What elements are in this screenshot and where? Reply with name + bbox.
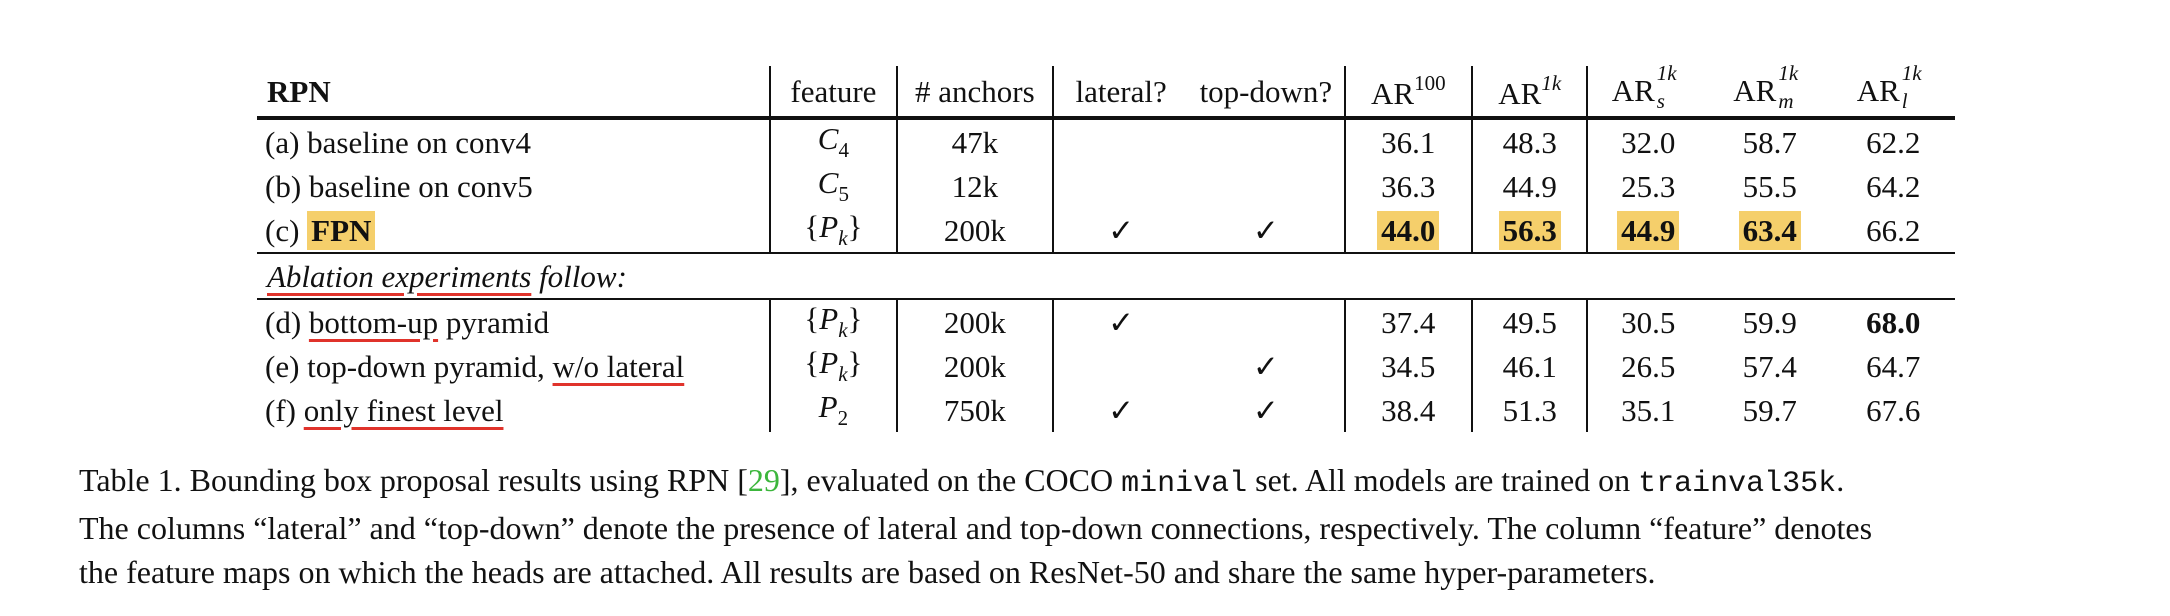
results-table: RPN feature # anchors lateral? top-down?…: [257, 63, 1955, 432]
row-anchors: 200k: [895, 299, 1054, 344]
row-arl: 62.2: [1866, 124, 1921, 160]
row-topdown: ✓: [1252, 392, 1279, 428]
row-arm: 55.5: [1742, 168, 1797, 204]
row-feature: P2: [769, 388, 897, 432]
caption-line-2: The columns “lateral” and “top-down” den…: [79, 510, 1873, 546]
col-ar100: AR100: [1343, 66, 1472, 120]
row-lateral: ✓: [1052, 388, 1189, 432]
row-name: (f) only finest level: [265, 392, 504, 428]
row-feature: C5: [769, 164, 897, 208]
row-ar1k: 46.1: [1470, 344, 1588, 388]
row-anchors: 200k: [895, 344, 1054, 388]
table-row: (f) only finest level P2 750k ✓ ✓ 38.4 5…: [257, 388, 1955, 432]
table-caption: Table 1. Bounding box proposal results u…: [79, 458, 2129, 594]
row-anchors: 750k: [895, 388, 1054, 432]
row-topdown: [1188, 118, 1344, 164]
row-topdown: ✓: [1188, 208, 1345, 254]
row-arl: 67.6: [1866, 392, 1921, 428]
row-lateral: ✓: [1052, 208, 1189, 254]
fpn-highlight: FPN: [307, 210, 376, 250]
table-row: (c) FPN {Pk} 200k ✓ ✓ 44.0 56.3 44.9 63.…: [257, 208, 1955, 254]
col-feature: feature: [769, 66, 897, 120]
row-ar100: 37.4: [1343, 299, 1472, 344]
row-topdown: ✓: [1252, 348, 1279, 384]
col-ar1k: AR1k: [1470, 66, 1588, 120]
row-anchors: 47k: [895, 118, 1054, 164]
table-row: (e) top-down pyramid, w/o lateral {Pk} 2…: [257, 344, 1955, 388]
col-rpn: RPN: [257, 66, 771, 120]
row-ar1k: 49.5: [1470, 299, 1588, 344]
row-ars: 44.9: [1586, 208, 1709, 254]
header-row: RPN feature # anchors lateral? top-down?…: [257, 63, 1955, 120]
caption-line-1: Table 1. Bounding box proposal results u…: [79, 462, 1845, 501]
row-arl: 64.7: [1866, 348, 1921, 384]
row-name: (e) top-down pyramid, w/o lateral: [265, 348, 685, 384]
row-ars: 32.0: [1586, 118, 1709, 164]
row-feature: C4: [769, 118, 897, 164]
ablation-row: Ablation experiments follow:: [257, 253, 1955, 300]
table-row: (a) baseline on conv4 C4 47k 36.1 48.3 3…: [257, 118, 1955, 164]
row-feature: {Pk}: [769, 299, 897, 344]
row-ar1k: 51.3: [1470, 388, 1588, 432]
row-arm: 59.7: [1742, 392, 1797, 428]
ablation-label: Ablation experiments follow:: [257, 253, 1955, 300]
row-name: (d) bottom-up pyramid: [265, 304, 550, 340]
row-ars: 26.5: [1586, 344, 1709, 388]
col-anchors: # anchors: [895, 66, 1054, 120]
row-ar100: 38.4: [1343, 388, 1472, 432]
row-topdown: [1188, 299, 1344, 344]
table-row: (b) baseline on conv5 C5 12k 36.3 44.9 2…: [257, 164, 1955, 208]
row-arl: 64.2: [1866, 168, 1921, 204]
caption-line-3: the feature maps on which the heads are …: [79, 554, 1656, 590]
row-lateral: [1052, 164, 1189, 208]
row-ar1k: 44.9: [1470, 164, 1588, 208]
row-ars: 30.5: [1586, 299, 1709, 344]
row-lateral: [1052, 344, 1189, 388]
row-arm: 58.7: [1742, 124, 1797, 160]
col-topdown: top-down?: [1188, 66, 1345, 120]
row-arm: 63.4: [1708, 208, 1832, 254]
table-row: (d) bottom-up pyramid {Pk} 200k ✓ 37.4 4…: [257, 299, 1955, 344]
row-name: (a) baseline on conv4: [265, 124, 531, 160]
col-lateral: lateral?: [1052, 66, 1189, 120]
row-arm: 59.9: [1742, 304, 1797, 340]
row-ar100: 34.5: [1343, 344, 1472, 388]
row-anchors: 12k: [895, 164, 1054, 208]
row-anchors: 200k: [895, 208, 1054, 254]
row-ar100: 44.0: [1343, 208, 1472, 254]
row-feature: {Pk}: [769, 344, 897, 388]
row-ars: 35.1: [1586, 388, 1709, 432]
row-ar1k: 56.3: [1470, 208, 1588, 254]
row-lateral: [1052, 118, 1189, 164]
citation-link[interactable]: 29: [747, 462, 780, 498]
row-topdown: [1188, 164, 1344, 208]
row-ar1k: 48.3: [1470, 118, 1588, 164]
row-ar100: 36.3: [1343, 164, 1472, 208]
row-ar100: 36.1: [1343, 118, 1472, 164]
row-lateral: ✓: [1052, 299, 1189, 344]
row-feature: {Pk}: [769, 208, 897, 254]
row-arl: 66.2: [1831, 208, 1955, 254]
row-name: (b) baseline on conv5: [265, 168, 533, 204]
row-ars: 25.3: [1586, 164, 1709, 208]
row-arl: 68.0: [1866, 304, 1921, 340]
row-arm: 57.4: [1742, 348, 1797, 384]
row-name: (c) FPN: [257, 208, 771, 254]
